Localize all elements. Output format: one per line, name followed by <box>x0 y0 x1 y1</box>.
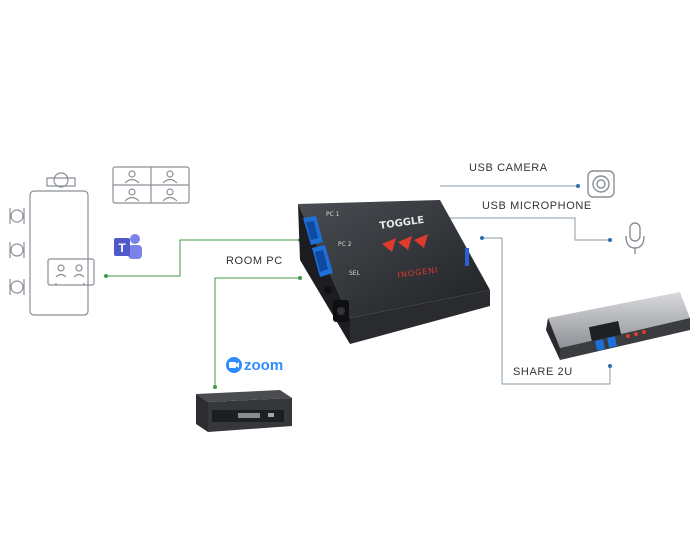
zoom-logo-icon: zoom <box>226 357 283 374</box>
line-share-2u <box>482 237 611 385</box>
conference-room-icon <box>9 172 95 316</box>
microphone-icon <box>625 222 645 254</box>
label-usb-microphone: USB MICROPHONE <box>482 200 592 212</box>
direction-arrows-icon <box>382 234 428 252</box>
port-label-sel: SEL <box>349 270 361 277</box>
teams-letter: T <box>118 241 126 255</box>
sel-button <box>324 286 332 294</box>
zoom-wordmark: zoom <box>244 357 283 374</box>
label-room-pc: ROOM PC <box>226 255 283 267</box>
toggle-device: PC 1 PC 2 SEL TOGGLE INOGENI <box>298 200 490 344</box>
line-roompc-to-toggle <box>214 277 300 387</box>
port-label-pc2: PC 2 <box>338 241 352 248</box>
share-2u-device <box>546 292 690 360</box>
usb-port-pc1 <box>303 216 323 245</box>
teams-logo-icon: T <box>114 234 142 259</box>
line-usb-microphone <box>445 217 610 241</box>
label-usb-camera: USB CAMERA <box>469 162 548 174</box>
port-label-pc1: PC 1 <box>326 211 340 218</box>
connection-lines <box>104 184 612 389</box>
label-share-2u: SHARE 2U <box>513 366 573 378</box>
usb-camera-icon <box>587 170 615 198</box>
line-teams-to-toggle <box>106 239 300 277</box>
usb-port-pc2 <box>312 245 333 277</box>
mini-pc-icon <box>196 390 292 432</box>
video-grid-icon <box>112 166 190 204</box>
